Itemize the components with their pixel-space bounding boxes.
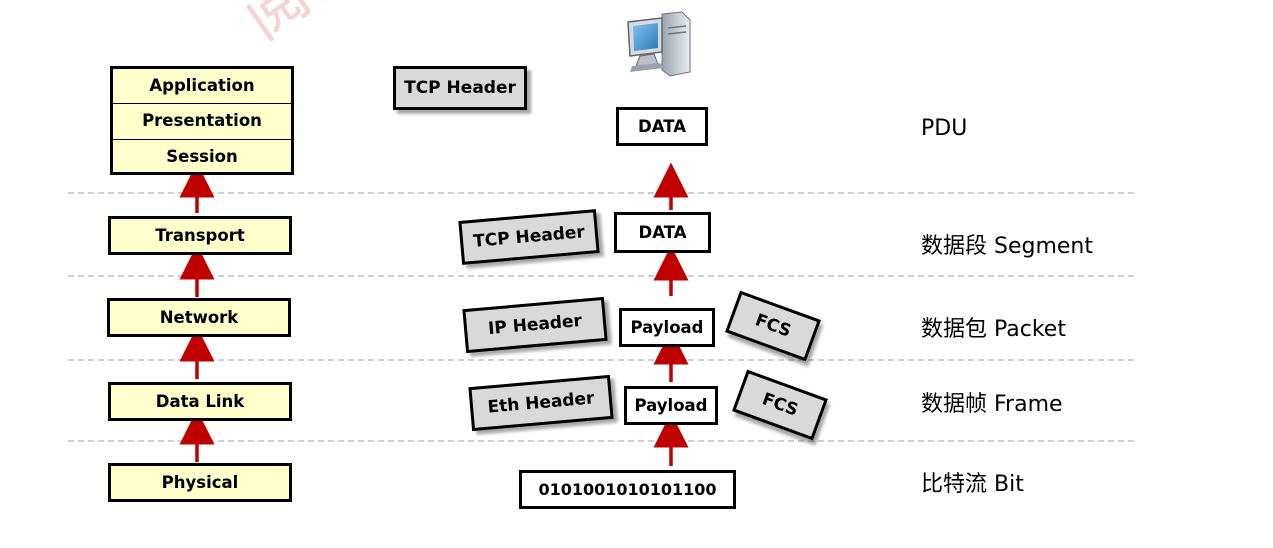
separator-line (68, 359, 1134, 361)
layer-presentation: Presentation (113, 103, 291, 138)
layer-application: Application (149, 76, 255, 95)
label-frame: 数据帧 Frame (921, 392, 1063, 417)
label-pdu: PDU (921, 116, 968, 141)
layer-network: Network (107, 298, 291, 337)
label-segment: 数据段 Segment (921, 234, 1093, 259)
layer-physical: Physical (108, 463, 292, 502)
data-block: DATA (616, 107, 708, 146)
layer-transport: Transport (108, 216, 292, 255)
layer-session: Session (113, 138, 291, 174)
tcp-header-block: TCP Header (393, 66, 527, 110)
layer-data-link: Data Link (108, 382, 292, 421)
separator-line (68, 440, 1134, 442)
segment-data-block: DATA (614, 212, 711, 253)
desktop-computer-icon (624, 10, 696, 82)
bitstream-block: 0101001010101100 (519, 470, 736, 509)
separator-line (68, 192, 1134, 194)
label-packet: 数据包 Packet (921, 317, 1066, 342)
label-bit: 比特流 Bit (921, 472, 1024, 497)
packet-payload-block: Payload (619, 308, 715, 347)
separator-line (68, 275, 1134, 277)
frame-payload-block: Payload (624, 386, 718, 425)
upper-layers-stack: Application Presentation Session (110, 66, 294, 175)
